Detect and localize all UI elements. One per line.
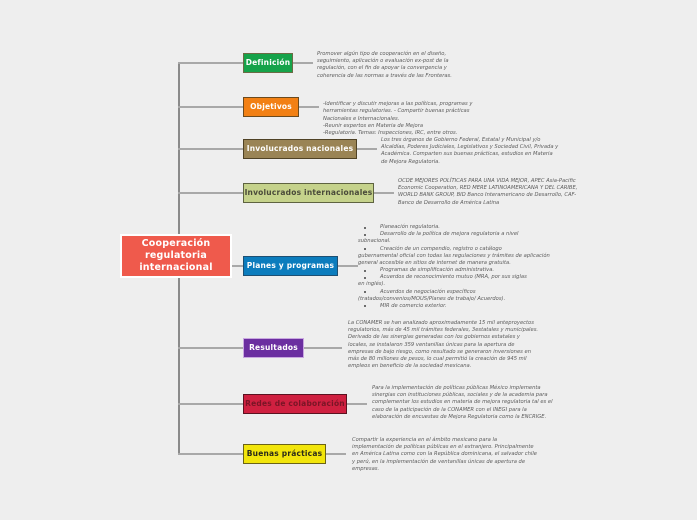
bullet-text: Planeación regulatoria. (380, 224, 440, 230)
bullet-text: subnacional. (358, 238, 391, 245)
node-definicion-label: Definición (245, 58, 291, 68)
note-planes-y-programas: Planeación regulatoria. Desarrollo de la… (358, 224, 553, 310)
note-planes-bullet-list: Planeación regulatoria. Desarrollo de la… (358, 224, 553, 310)
note-resultados-text: La CONAMER se han analizado aproximadame… (348, 320, 539, 370)
branch-line-definicion (178, 62, 243, 64)
node-planes-y-programas[interactable]: Planes y programas (243, 256, 338, 276)
trunk-line-upper (178, 62, 180, 256)
node-definicion[interactable]: Definición (243, 53, 293, 73)
node-involucrados-nacionales-label: Involucrados nacionales (246, 144, 354, 154)
bullet-text: gubernamental oficial con todas las regu… (358, 252, 550, 266)
bullet-text: en inglés). (358, 281, 386, 288)
note-stub-objetivos (299, 106, 319, 108)
node-involucrados-internacionales[interactable]: Involucrados internacionales (243, 183, 374, 203)
note-stub-resultados (304, 347, 342, 349)
bullet-text: Acuerdos de reconocimiento mutuo (MRA, p… (380, 274, 527, 281)
root-node-label: Cooperación regulatoria internacional (139, 238, 213, 273)
note-redes-de-colaboracion: Para la implementación de políticas públ… (372, 385, 557, 421)
list-item: Creación de un compendio, registro o cat… (358, 246, 553, 253)
note-stub-buenas (326, 453, 346, 455)
note-objetivos-text: -Identificar y discutir mejoras a las po… (323, 101, 473, 136)
branch-line-involucrados-nacionales (178, 148, 243, 150)
list-item: Desarrollo de la política de mejora regu… (358, 231, 553, 238)
bullet-text: Desarrollo de la política de mejora regu… (380, 231, 519, 238)
list-item-continuation: subnacional. (358, 238, 553, 245)
list-item-continuation: gubernamental oficial con todas las regu… (358, 253, 553, 267)
note-stub-redes (347, 403, 367, 405)
list-item: Programas de simplificación administrati… (358, 267, 553, 274)
node-buenas-practicas-label: Buenas prácticas (246, 449, 323, 459)
node-resultados[interactable]: Resultados (243, 338, 304, 358)
note-objetivos: -Identificar y discutir mejoras a las po… (323, 94, 486, 144)
note-stub-nacionales (357, 148, 377, 150)
node-involucrados-nacionales[interactable]: Involucrados nacionales (243, 139, 357, 159)
note-buenas-practicas-text: Compartir la experiencia en el ámbito me… (352, 437, 538, 472)
note-stub-internacionales (374, 192, 394, 194)
note-involucrados-nacionales: Los tres órganos de Gobierno Federal, Es… (381, 137, 559, 166)
note-definicion-text: Promover algún tipo de cooperación en el… (317, 51, 452, 79)
note-stub-planes (338, 265, 358, 267)
note-involucrados-nacionales-text: Los tres órganos de Gobierno Federal, Es… (381, 137, 559, 165)
bullet-text: (tratados/convenios/MOUS/Planes de traba… (358, 295, 506, 302)
node-redes-de-colaboracion-label: Redes de colaboración (245, 399, 345, 409)
bullet-text: MIR de comercio exterior. (380, 302, 447, 309)
list-item-continuation: en inglés). (358, 281, 553, 288)
node-objetivos-label: Objetivos (250, 102, 292, 112)
branch-line-objetivos (178, 106, 243, 108)
list-item: MIR de comercio exterior. (358, 303, 553, 310)
node-buenas-practicas[interactable]: Buenas prácticas (243, 444, 326, 464)
note-definicion: Promover algún tipo de cooperación en el… (317, 51, 476, 80)
trunk-line-lower (178, 276, 180, 454)
bullet-text: Creación de un compendio, registro o cat… (380, 245, 502, 252)
note-involucrados-internacionales: OCDE MEJORES POLÍTICAS PARA UNA VIDA MEJ… (398, 178, 578, 207)
list-item: Acuerdos de reconocimiento mutuo (MRA, p… (358, 274, 553, 281)
list-item-continuation: (tratados/convenios/MOUS/Planes de traba… (358, 296, 553, 303)
note-stub-definicion (293, 62, 313, 64)
branch-line-redes (178, 403, 243, 405)
branch-line-resultados (178, 347, 243, 349)
node-involucrados-internacionales-label: Involucrados internacionales (244, 188, 373, 198)
node-resultados-label: Resultados (249, 343, 298, 353)
branch-line-buenas (178, 453, 243, 455)
bullet-text: Programas de simplificación administrati… (380, 267, 495, 274)
list-item: Acuerdos de negociación específicos (358, 289, 553, 296)
note-resultados: La CONAMER se han analizado aproximadame… (348, 320, 540, 370)
note-redes-de-colaboracion-text: Para la implementación de políticas públ… (372, 385, 553, 420)
root-node[interactable]: Cooperación regulatoria internacional (120, 234, 232, 278)
branch-line-planes (232, 265, 243, 267)
node-planes-y-programas-label: Planes y programas (246, 261, 335, 271)
bullet-text: Acuerdos de negociación específicos (380, 288, 476, 295)
node-objetivos[interactable]: Objetivos (243, 97, 299, 117)
note-involucrados-internacionales-text: OCDE MEJORES POLÍTICAS PARA UNA VIDA MEJ… (398, 178, 578, 206)
node-redes-de-colaboracion[interactable]: Redes de colaboración (243, 394, 347, 414)
note-buenas-practicas: Compartir la experiencia en el ámbito me… (352, 437, 537, 473)
list-item: Planeación regulatoria. (358, 224, 553, 231)
branch-line-involucrados-internacionales (178, 192, 243, 194)
